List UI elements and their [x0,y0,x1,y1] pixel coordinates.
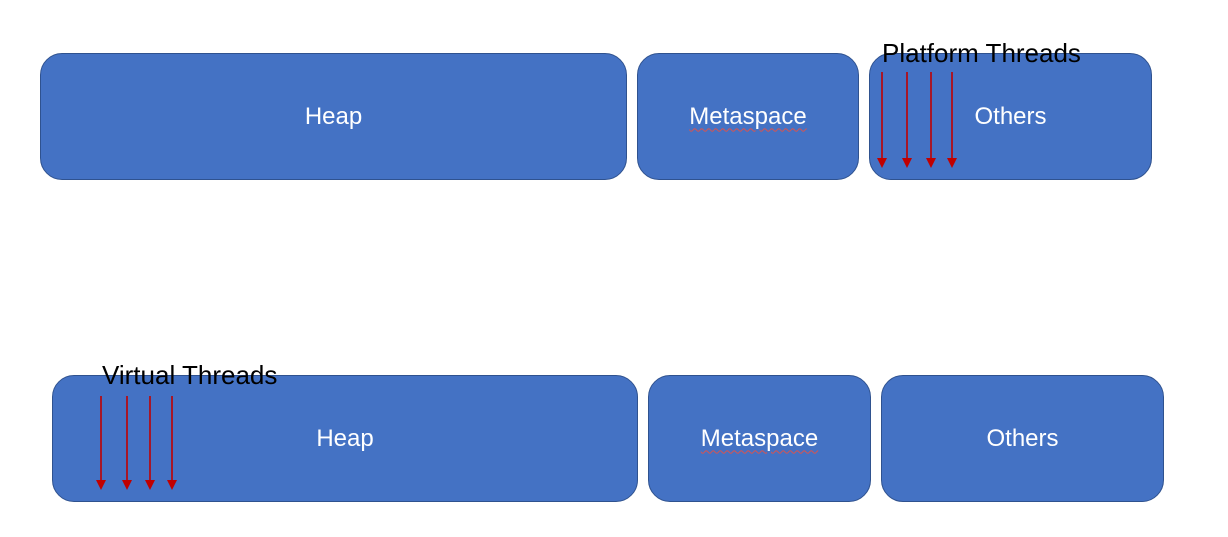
bottom-others-label: Others [986,424,1059,452]
bottom-metaspace-label: Metaspace [700,424,819,452]
bottom-heap-label: Heap [316,424,374,452]
virtual-threads-arrows [96,396,177,490]
virtual-thread-arrow-3 [145,396,155,490]
virtual-thread-arrow-1 [96,396,106,490]
virtual-thread-arrow-4 [167,396,177,490]
bottom-others-box: Others [881,375,1164,502]
platform-thread-arrow-3 [926,72,936,168]
platform-thread-arrow-1 [877,72,887,168]
top-others-label: Others [974,102,1047,130]
top-heap-box: Heap [40,53,627,180]
platform-threads-label: Platform Threads [882,38,1081,68]
bottom-metaspace-box: Metaspace [648,375,871,502]
top-metaspace-box: Metaspace [637,53,859,180]
virtual-threads-label: Virtual Threads [102,360,278,390]
platform-thread-arrow-4 [947,72,957,168]
top-metaspace-label: Metaspace [689,102,807,130]
top-others-box: Others [869,53,1152,180]
platform-threads-arrows [877,72,957,168]
top-heap-label: Heap [304,102,363,130]
virtual-thread-arrow-2 [122,396,132,490]
platform-thread-arrow-2 [902,72,912,168]
